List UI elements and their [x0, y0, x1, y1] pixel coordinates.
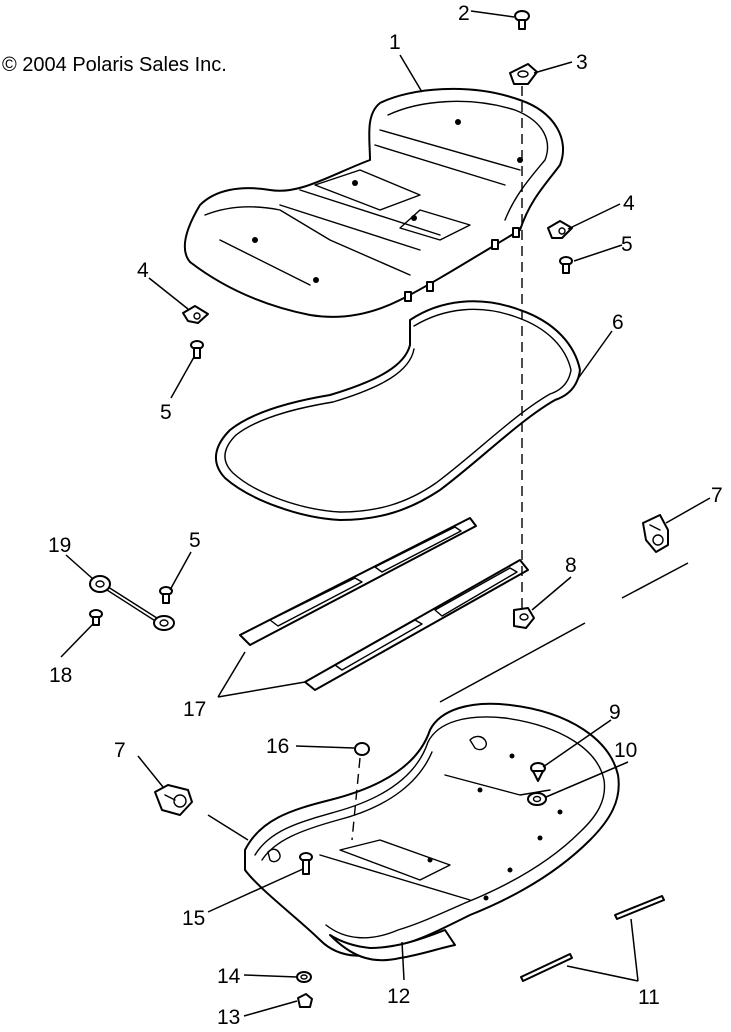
callout-2: 2	[458, 2, 470, 25]
screw-part-18	[89, 609, 103, 626]
nut-part-13	[297, 993, 313, 1008]
pins-part-11	[520, 895, 665, 982]
bolt-part-5-left	[190, 340, 204, 359]
callout-17: 17	[183, 698, 206, 721]
copyright-notice: © 2004 Polaris Sales Inc.	[2, 54, 227, 76]
callout-11: 11	[638, 986, 660, 1009]
callout-6: 6	[612, 311, 624, 334]
callout-3: 3	[576, 51, 588, 74]
washer-part-14	[296, 971, 312, 983]
callout-7-left: 7	[114, 739, 126, 762]
callout-14: 14	[217, 965, 241, 988]
callout-18: 18	[49, 664, 72, 687]
callout-10: 10	[614, 739, 637, 762]
assembly-lines	[207, 86, 689, 841]
bolt-part-15	[299, 852, 313, 875]
latch-part-7-left	[154, 784, 193, 816]
callout-19: 19	[48, 534, 71, 557]
callout-5-right: 5	[621, 233, 633, 256]
slide-rails	[239, 517, 529, 691]
rack-lid	[183, 87, 565, 318]
callout-12: 12	[387, 985, 410, 1008]
callout-15: 15	[182, 907, 205, 930]
nut-part-8	[513, 607, 535, 629]
clip-part-4-left	[182, 305, 209, 324]
bolt-part-5-center	[159, 586, 173, 604]
storage-tub	[244, 702, 620, 962]
screw-part-2	[514, 10, 530, 30]
washer-part-10	[527, 792, 547, 806]
bolt-part-5-right	[559, 256, 573, 274]
callout-1: 1	[389, 31, 401, 54]
plug-part-16	[354, 742, 370, 756]
callout-7-right: 7	[711, 484, 723, 507]
callout-4-right: 4	[623, 192, 635, 215]
callout-8: 8	[565, 554, 577, 577]
callout-5-center: 5	[189, 529, 201, 552]
callout-4-left: 4	[137, 259, 149, 282]
screw-part-9	[530, 762, 546, 782]
callout-5-left: 5	[160, 401, 172, 424]
tether-part-19	[89, 575, 175, 631]
leader-lines	[60, 10, 711, 1017]
callout-16: 16	[266, 735, 289, 758]
latch-part-7-right	[642, 514, 669, 553]
callout-9: 9	[609, 701, 621, 724]
nut-part-3	[509, 63, 538, 85]
seal-gasket	[215, 300, 581, 521]
callout-labels: 2 1 3 4 5 4 5 6 7 8 19 5 18 17 9 10 7 16…	[48, 2, 723, 1029]
callout-13: 13	[217, 1006, 240, 1027]
clip-part-4-right	[547, 220, 573, 239]
